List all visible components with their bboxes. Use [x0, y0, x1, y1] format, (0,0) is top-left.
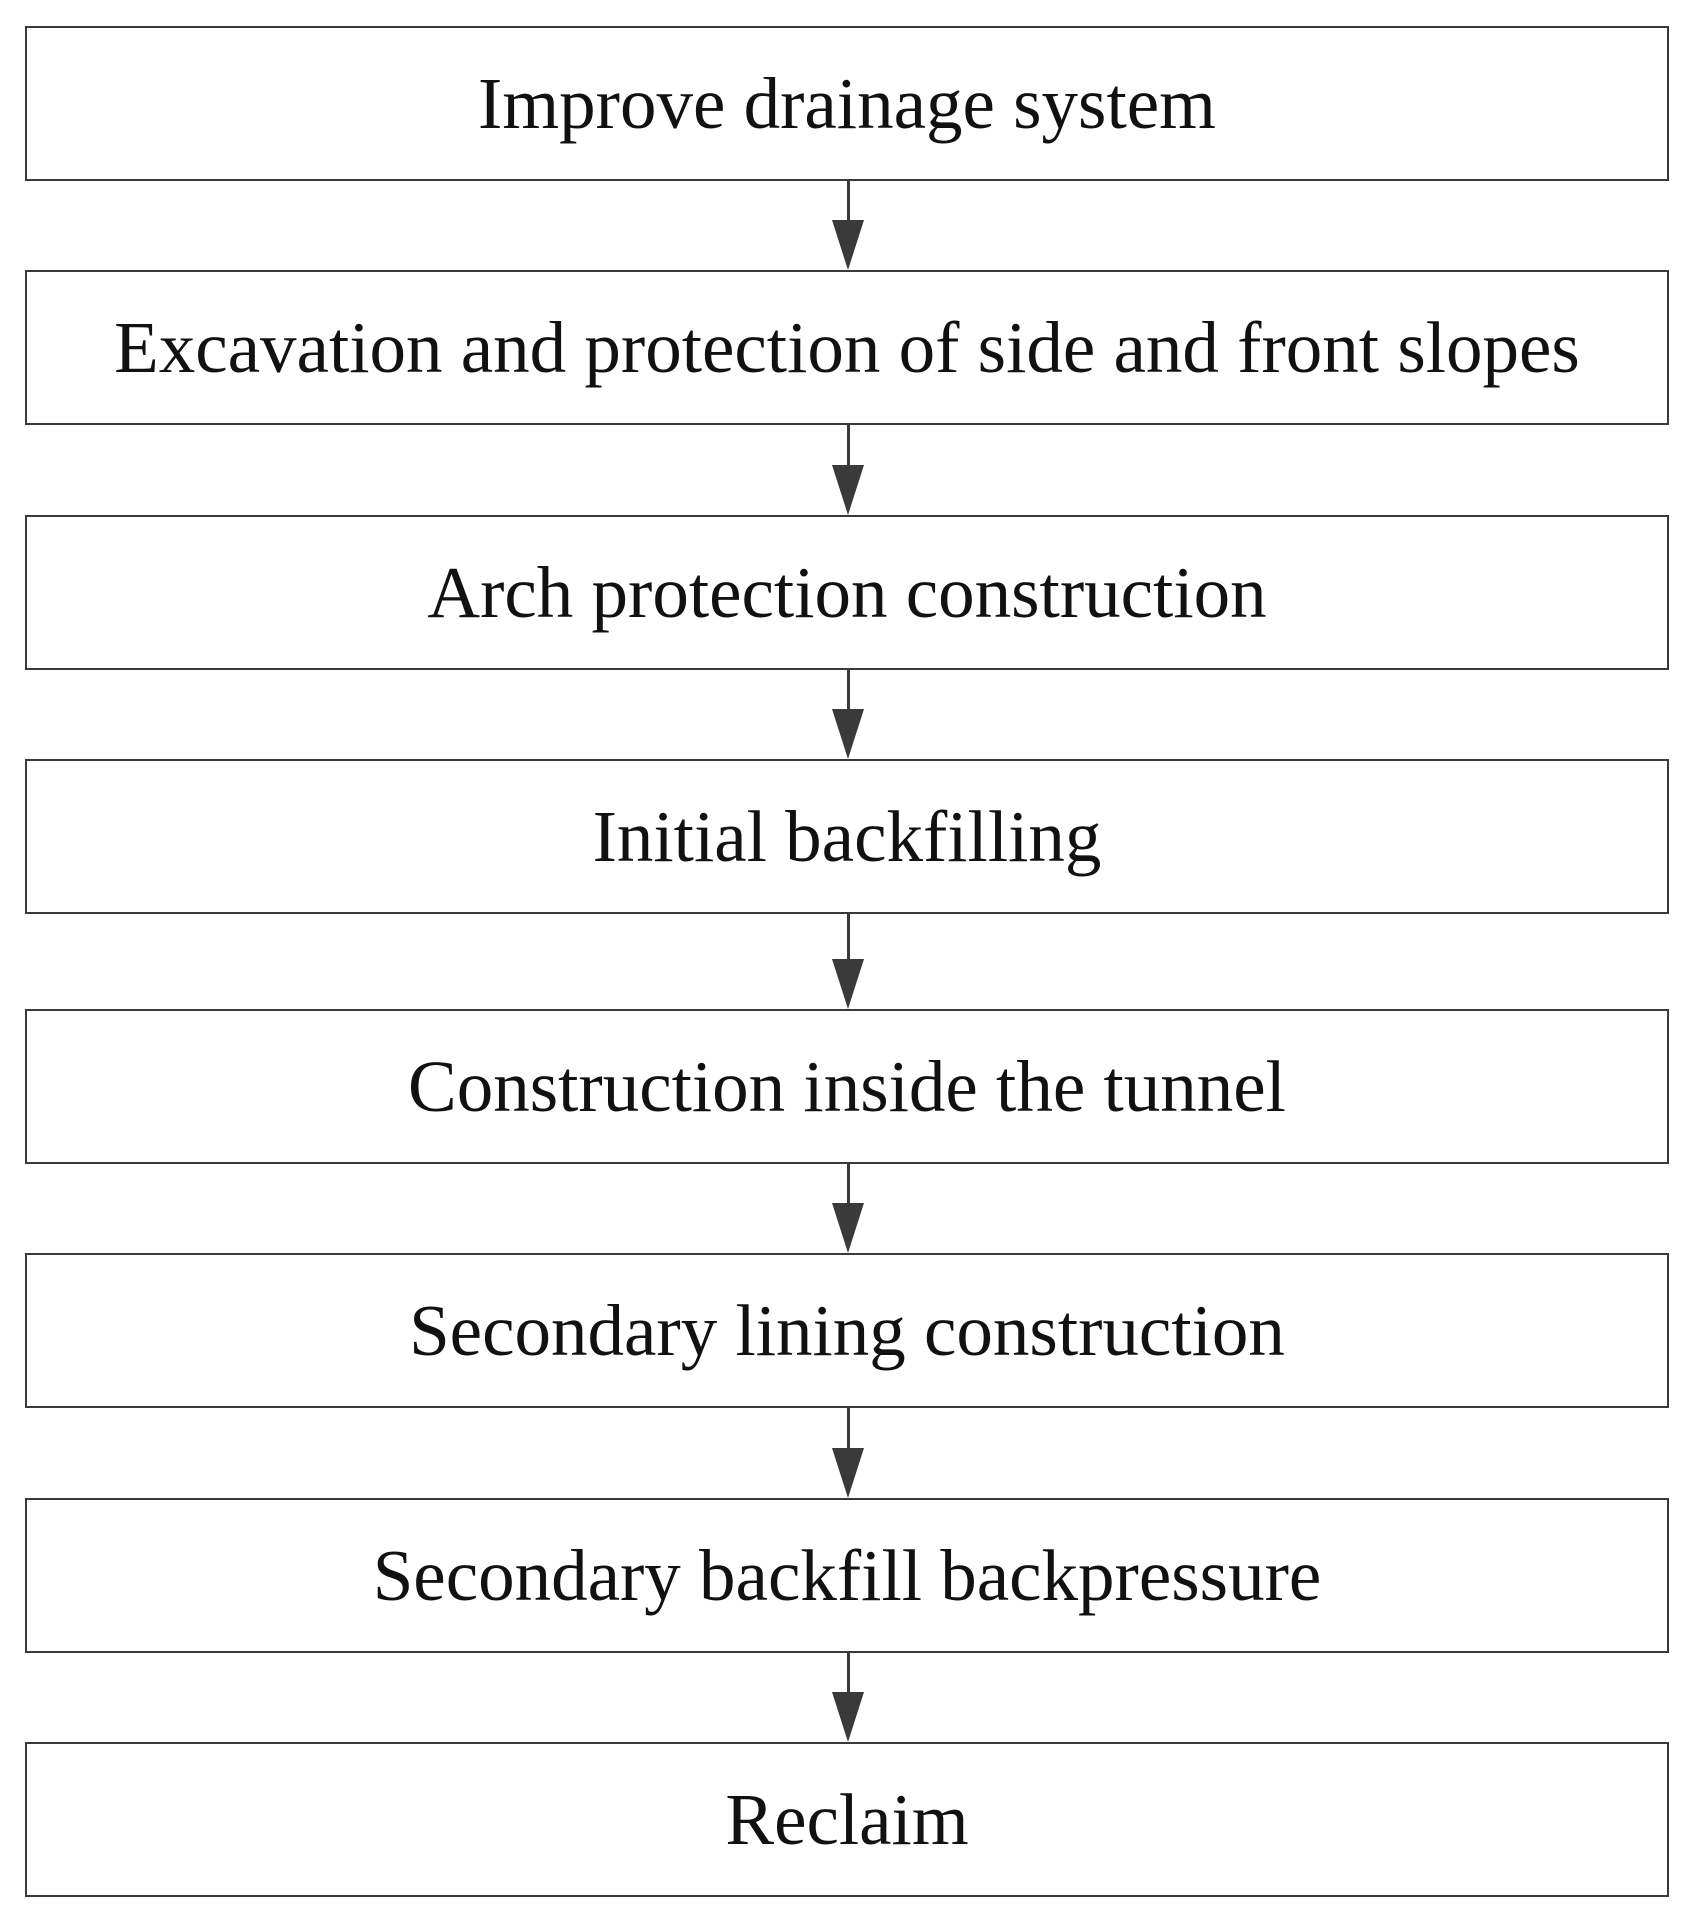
step-box-excavation-slopes: Excavation and protection of side and fr…: [25, 270, 1669, 425]
step-label: Improve drainage system: [478, 63, 1216, 144]
step-box-initial-backfilling: Initial backfilling: [25, 759, 1669, 914]
step-label: Secondary lining construction: [409, 1290, 1285, 1371]
step-label: Arch protection construction: [427, 552, 1267, 633]
step-box-improve-drainage: Improve drainage system: [25, 26, 1669, 181]
step-box-secondary-lining: Secondary lining construction: [25, 1253, 1669, 1408]
step-label: Excavation and protection of side and fr…: [114, 307, 1580, 388]
step-box-inside-tunnel: Construction inside the tunnel: [25, 1009, 1669, 1164]
step-label: Initial backfilling: [592, 796, 1102, 877]
down-arrow-icon: [832, 914, 864, 1009]
step-label: Reclaim: [725, 1779, 969, 1860]
down-arrow-icon: [832, 1408, 864, 1498]
down-arrow-icon: [832, 1653, 864, 1742]
down-arrow-icon: [832, 1164, 864, 1253]
step-box-secondary-backfill: Secondary backfill backpressure: [25, 1498, 1669, 1653]
down-arrow-icon: [832, 425, 864, 515]
step-box-reclaim: Reclaim: [25, 1742, 1669, 1897]
down-arrow-icon: [832, 670, 864, 759]
step-label: Construction inside the tunnel: [408, 1046, 1286, 1127]
step-label: Secondary backfill backpressure: [372, 1535, 1322, 1616]
step-box-arch-protection: Arch protection construction: [25, 515, 1669, 670]
down-arrow-icon: [832, 181, 864, 270]
